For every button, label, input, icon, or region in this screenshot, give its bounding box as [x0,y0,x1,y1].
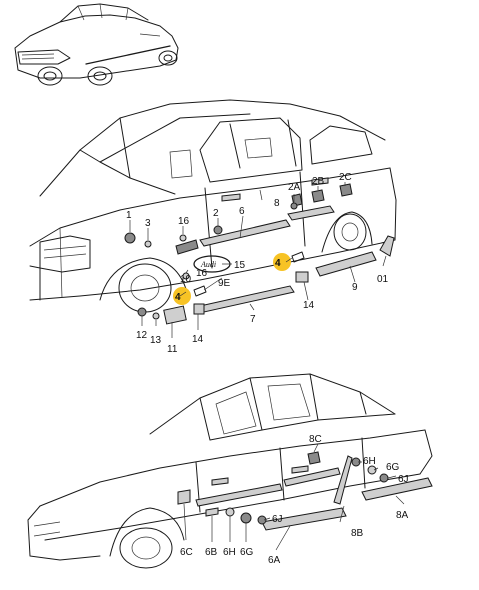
label-2: 2 [213,208,219,219]
label-4-rear: 4 [275,258,281,269]
label-7: 7 [250,314,256,325]
car-body-front-view [29,99,397,313]
bottom-trim-parts [177,451,433,531]
label-6H-b: 6H [223,547,236,558]
label-8B: 8B [351,528,364,539]
label-2C: 2C [339,172,352,183]
label-6A: 6A [268,555,281,566]
label-1: 1 [126,210,132,221]
label-8C: 8C [309,434,322,445]
label-6H: 6H [363,456,376,467]
label-9: 9 [352,282,358,293]
label-12: 12 [136,330,148,341]
bottom-leader-lines [183,443,405,551]
clip-1-icon [124,232,136,244]
label-3: 3 [145,218,151,229]
label-6G: 6G [386,462,400,473]
label-2B: 2B [312,176,325,187]
label-4-front: 4 [175,292,181,303]
label-6J: 6J [398,474,409,485]
label-6: 6 [239,206,245,217]
label-16b: 16 [196,268,208,279]
highlight-4-front-icon [173,287,191,305]
label-14: 14 [303,300,315,311]
label-6C: 6C [180,547,193,558]
label-10: 10 [180,274,192,285]
label-14b: 14 [192,334,204,345]
label-11: 11 [167,344,178,355]
highlight-4-rear-icon [273,253,291,271]
top-part-labels: 1 3 16 2 6 8 2A 2B 2C 10 16 15 9E 4 4 14… [126,172,389,355]
label-6J-b: 6J [272,514,283,525]
label-9E: 9E [218,278,231,289]
label-6G-b: 6G [240,547,254,558]
washer-3-icon [144,240,152,248]
label-2A: 2A [288,182,301,193]
audi-badge-text: Audi [200,260,216,269]
label-13: 13 [150,335,162,346]
label-15: 15 [234,260,246,271]
thumbnail-car [14,3,179,86]
bottom-part-labels: 8C 6H 6G 6J 6C 6B 6H 6G 6J 6A 8B 8A [180,434,409,566]
label-8A: 8A [396,510,409,521]
car-body-rear-view [27,373,433,569]
label-16: 16 [178,216,190,227]
label-6B: 6B [205,547,218,558]
label-8: 8 [274,198,280,209]
top-leader-lines [129,182,387,338]
label-01: 01 [377,274,389,285]
top-trim-parts: Audi [124,202,395,325]
